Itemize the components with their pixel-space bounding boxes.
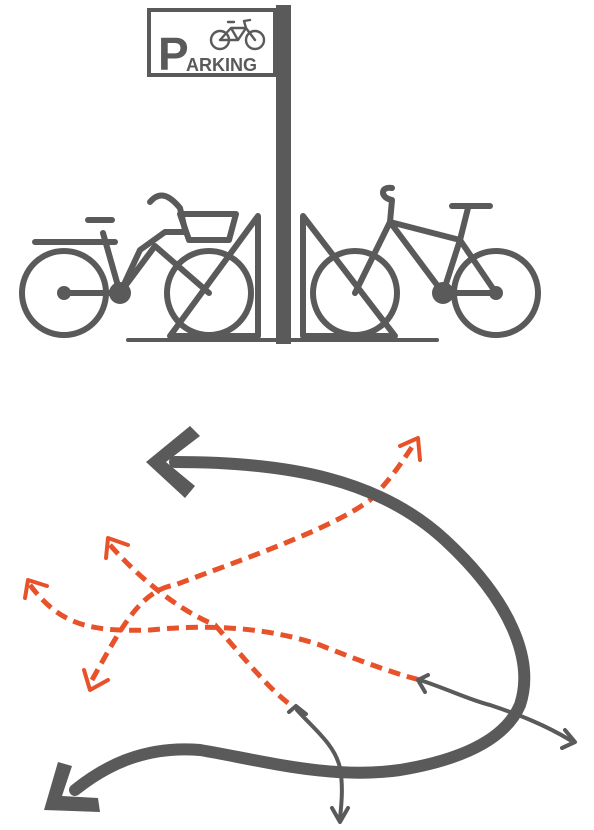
orange-arrowheads	[23, 436, 422, 692]
thin-arrow-down	[295, 708, 344, 820]
thin-arrow-down-head-end	[330, 806, 350, 824]
orange-dashed-paths	[28, 445, 421, 709]
arrowhead-upper-left	[104, 536, 130, 560]
thin-arrow-right-head-end	[560, 728, 577, 750]
sign-letters-arking: ARKING	[186, 55, 257, 75]
parking-illustration: P ARKING	[19, 5, 541, 344]
sign-post	[276, 5, 291, 344]
bicycle-icon-right	[310, 184, 541, 338]
thin-arrow-right	[418, 678, 572, 742]
arrowhead-left	[23, 578, 49, 600]
gray-arrowhead-top	[146, 426, 200, 498]
bicycle-icon-left	[19, 192, 254, 338]
gray-loop-arrow	[44, 426, 531, 812]
orange-path-2	[108, 543, 294, 709]
orange-path-1	[89, 445, 415, 682]
parking-sign: P ARKING	[147, 8, 277, 80]
gray-arrowhead-bottom	[44, 762, 100, 812]
sign-bicycle-icon	[209, 18, 266, 51]
orange-path-3	[28, 583, 421, 683]
arrowhead-top-right	[398, 436, 422, 462]
flow-diagram	[23, 426, 577, 824]
sign-letter-p: P	[158, 28, 189, 80]
arrowhead-bottom-left	[82, 668, 110, 692]
thin-gray-arrows	[287, 673, 577, 824]
thin-arrow-right-head-start	[416, 673, 430, 694]
thin-arrow-down-head-start	[287, 704, 308, 716]
